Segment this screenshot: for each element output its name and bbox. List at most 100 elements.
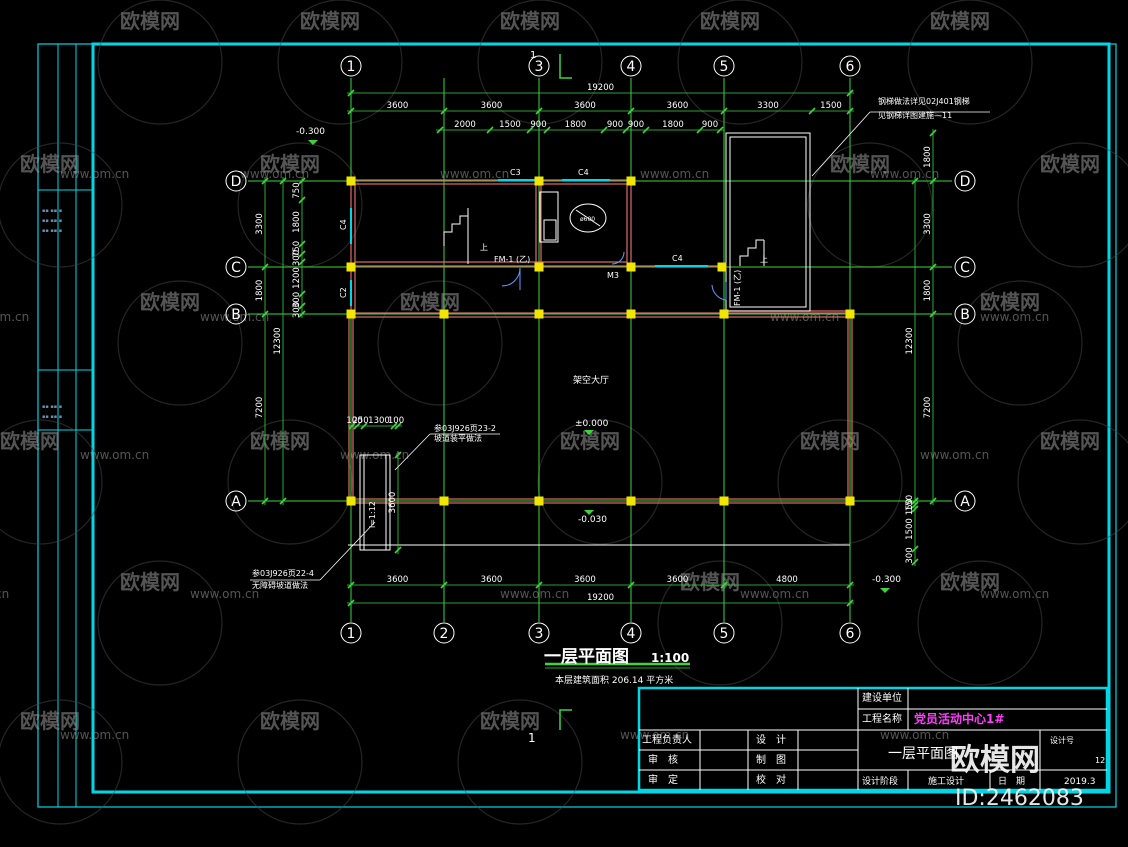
tb-project-name: 党员活动中心1# — [914, 711, 1004, 726]
dim-top-spans-tick — [627, 107, 635, 115]
dim-top-sub-tick — [600, 126, 608, 134]
watermark-site: www.om.cn — [440, 167, 509, 181]
watermark-site: www.om.cn — [240, 167, 309, 181]
title-block — [637, 686, 1109, 792]
watermark-site: www.om.cn — [920, 448, 989, 462]
dim-top-sub-tick — [642, 126, 650, 134]
dim-bottom-spans-tick — [846, 581, 854, 589]
grid-bubble-left — [225, 303, 247, 325]
watermark-brand: 欧模网 — [140, 290, 200, 314]
dim-bottom-total-tick — [846, 599, 854, 607]
dim-top-spans-tick — [846, 107, 854, 115]
note-ramp1b: 坡道装平做法 — [434, 433, 482, 443]
margin-stamp-marks: ▪▪ ▪▪ ▪▪▪ ▪▪ ▪▪▪ ▪▪ ▪ ▪▪ ▪▪ ▪▪▪ ▪▪ ▪ — [42, 208, 62, 420]
dim-bottom-spans-text: 3600 — [481, 575, 503, 585]
annotation-text: 一层平面图 1:100 本层建筑面积 206.14 平方米 架空大厅 ±0.00… — [252, 50, 1105, 787]
dim-ramp-top-tick — [360, 422, 368, 430]
tb-chief: 工程负责人 — [642, 733, 692, 746]
stairs-and-cores — [348, 132, 850, 551]
grid-bubble-right-label: A — [960, 494, 970, 510]
watermark-site: www.om.cn — [0, 587, 9, 601]
watermark-circle — [1017, 419, 1128, 545]
watermark-brand: 欧模网 — [20, 709, 80, 733]
door-fm1a: FM-1 (乙) — [494, 255, 530, 264]
dim-ramp-top-text: 100 — [388, 416, 404, 426]
dim-left-inner-text: 300 — [292, 250, 302, 266]
watermark-brand: 欧模网 — [700, 9, 760, 33]
dim-top-spans-tick — [808, 107, 816, 115]
watermark-circle — [0, 699, 123, 825]
dim-right-outer-text: 7200 — [923, 397, 933, 419]
grid-bubble-bottom-label: 6 — [846, 626, 855, 642]
dim-bottom-total-text: 19200 — [587, 593, 614, 603]
watermark-brand: 欧模网 — [1040, 152, 1100, 176]
dim-left-inner-text: 300 — [292, 292, 302, 308]
dim-ramp-top-text: 1300 — [368, 416, 390, 426]
dim-top-spans-text: 3300 — [757, 101, 779, 111]
dim-top-total-tick — [347, 89, 355, 97]
tb-design: 设 计 — [756, 733, 786, 746]
watermark-site: www.om.cn — [190, 587, 259, 601]
watermark-circle — [657, 560, 783, 686]
dim-right-tail-tick — [911, 558, 919, 566]
tb-drawing-name: 一层平面图 — [888, 746, 958, 762]
dim-ramp-len-tick — [394, 451, 402, 459]
dim-right-outer-text: 1800 — [923, 146, 933, 168]
watermark-brand: 欧模网 — [830, 152, 890, 176]
dim-right-tail-text: 1500 — [905, 518, 915, 540]
watermark-circle — [97, 0, 223, 125]
grid-bubble-bottom — [713, 622, 735, 644]
structural-column — [534, 309, 544, 319]
watermark-site: www.om.cn — [640, 167, 709, 181]
watermark-brand: 欧模网 — [500, 9, 560, 33]
note-ramp2b: 无障碍坡道做法 — [252, 580, 308, 590]
structural-column — [626, 262, 636, 272]
grid-bubble-right — [954, 256, 976, 278]
dim-left-inner-tick — [298, 258, 306, 266]
watermark-circle — [0, 419, 103, 545]
dim-ramp-top-text: 250 — [352, 416, 368, 426]
grid-bubble-left — [225, 170, 247, 192]
watermark-circle — [1017, 142, 1128, 268]
level-markers — [308, 140, 890, 593]
watermark-brand: 欧模网 — [260, 152, 320, 176]
watermark-site: www.om.cn — [880, 728, 949, 742]
watermark-circle — [117, 280, 243, 406]
grid-bubble-top-label: 5 — [720, 59, 729, 75]
dim-left-outer-tick — [261, 310, 269, 318]
dim-top-sub-text: 1800 — [565, 120, 587, 130]
watermark-site: www.om.cn — [0, 310, 29, 324]
dim-bottom-spans-text: 3600 — [387, 575, 409, 585]
structural-column — [626, 176, 636, 186]
grid-bubble-top-label: 3 — [535, 59, 544, 75]
dim-left-inner-tick — [298, 290, 306, 298]
dim-top-sub-tick — [526, 126, 534, 134]
dim-left-total-tick — [279, 177, 287, 185]
grid-bubble-bottom-label: 3 — [535, 626, 544, 642]
dim-left-inner-text: 1800 — [292, 211, 302, 233]
watermark-circle — [677, 0, 803, 125]
watermark-brand: 欧模网 — [20, 152, 80, 176]
watermark-site: www.om.cn — [980, 310, 1049, 324]
tb-stage-label: 设计阶段 — [862, 775, 898, 787]
watermark-brand: 欧模网 — [980, 290, 1040, 314]
dim-top-sub-text: 900 — [628, 120, 644, 130]
grid-bubble-bottom — [433, 622, 455, 644]
title-underline — [545, 662, 690, 669]
watermark-brand-large: 欧模网 — [950, 743, 1040, 778]
window-c4c: C4 — [339, 219, 348, 230]
structural-column — [719, 496, 729, 506]
dim-bottom-spans-tick — [347, 581, 355, 589]
grid-bubble-left — [225, 256, 247, 278]
pipe-dia: ø600 — [580, 216, 595, 223]
leader-lines — [250, 111, 990, 581]
dim-left-inner-tick — [298, 310, 306, 318]
structural-column — [346, 176, 356, 186]
dim-ramp-len-tick — [394, 546, 402, 554]
dim-right-tail-text: 150 — [905, 499, 915, 515]
svg-text:▪▪ ▪▪ ▪: ▪▪ ▪▪ ▪ — [42, 404, 62, 410]
watermark-brand: 欧模网 — [940, 570, 1000, 594]
dim-right-tail-text: 150 — [905, 495, 915, 511]
watermark-site: www.om.cn — [80, 448, 149, 462]
